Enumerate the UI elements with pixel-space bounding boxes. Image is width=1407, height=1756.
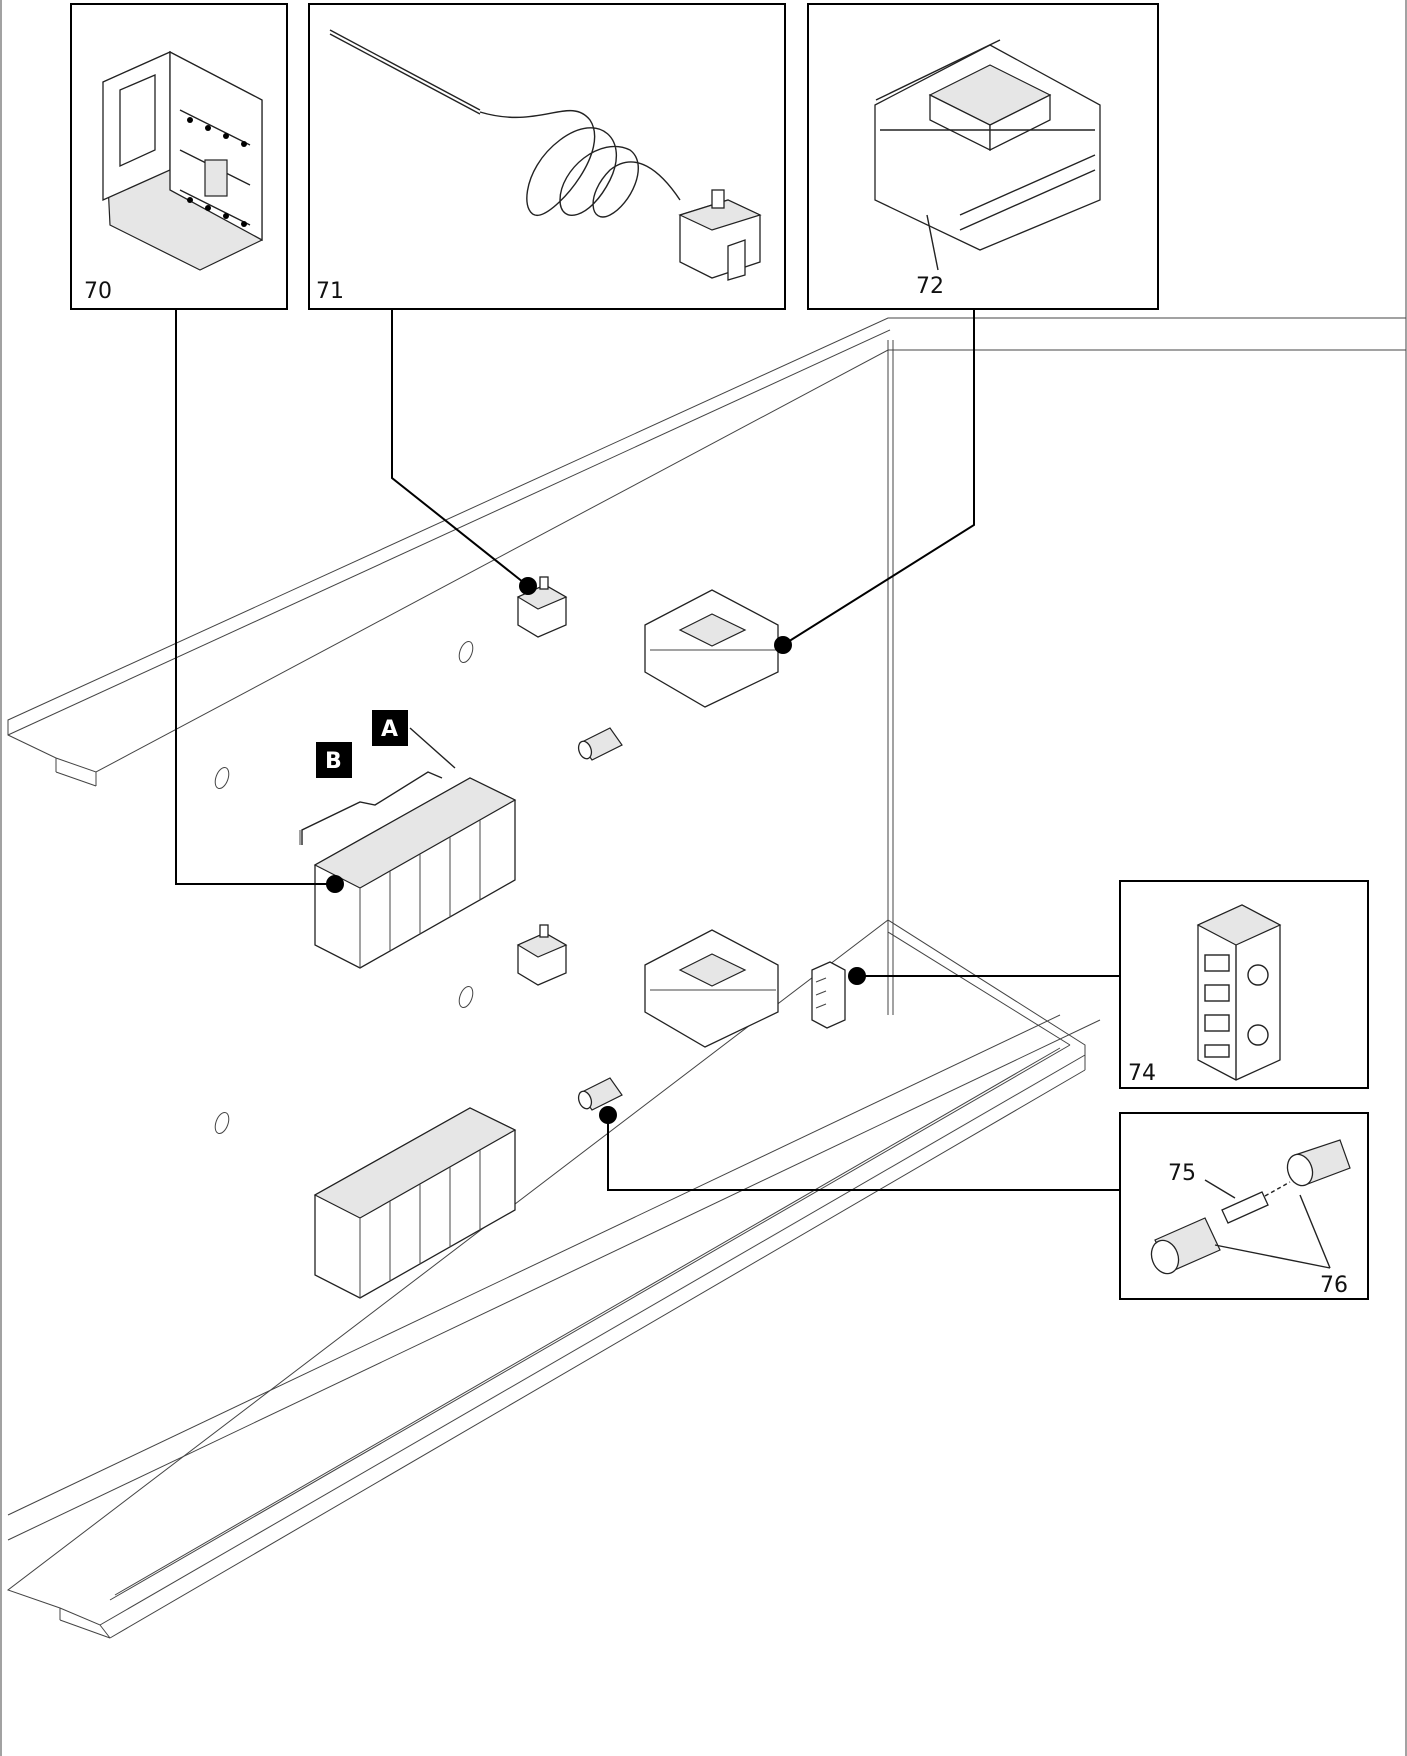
transformer-icon <box>874 39 1101 251</box>
fuse-holder-icon <box>1150 1139 1351 1275</box>
mounted-fuse-lower <box>577 1077 623 1111</box>
contactor-row-lower <box>313 1107 517 1299</box>
leader-lines <box>175 309 1120 1191</box>
terminal-block-icon <box>1196 904 1282 1081</box>
callout-75: 75 <box>1168 1161 1196 1186</box>
callout-74: 74 <box>1128 1061 1156 1086</box>
detail-box-terminal-block: 74 <box>1119 880 1369 1089</box>
thermostat-icon <box>329 29 762 281</box>
mounted-thermostat-upper <box>516 576 568 638</box>
detail-box-contactor: 70 <box>70 3 288 310</box>
mounted-thermostat-lower <box>516 924 568 986</box>
callout-70: 70 <box>84 279 112 304</box>
contactor-row-upper <box>299 777 517 969</box>
callout-71: 71 <box>316 279 344 304</box>
svg-text:A: A <box>381 717 398 742</box>
svg-text:B: B <box>325 749 342 774</box>
fuse-icon <box>1221 1191 1269 1224</box>
mounted-fuse-upper <box>577 727 623 761</box>
mounted-transformer-lower <box>644 929 779 1048</box>
callout-72: 72 <box>916 274 944 299</box>
detail-box-thermostat: 71 <box>308 3 786 310</box>
leader-dots <box>326 577 866 1124</box>
detail-box-transformer: 72 <box>807 3 1159 310</box>
mounted-transformer-upper <box>644 589 779 708</box>
mounted-terminal-block <box>811 961 846 1029</box>
tag-b: B <box>316 742 352 778</box>
callout-76: 76 <box>1320 1273 1348 1298</box>
tag-a: A <box>372 710 408 746</box>
bracket-b <box>301 771 443 845</box>
detail-box-fuse-holder: 75 76 <box>1119 1112 1369 1300</box>
contactor-icon <box>102 50 263 271</box>
